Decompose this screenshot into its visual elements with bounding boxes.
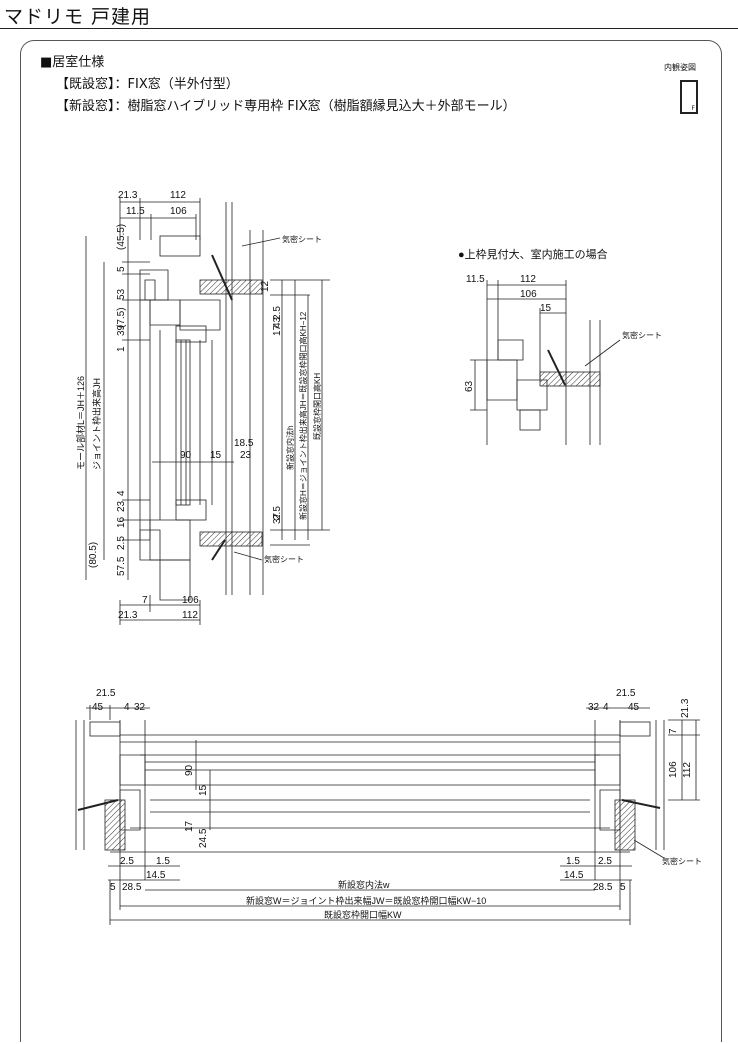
spec-new-label: 【新設窓】 [56,99,115,114]
vs-dim-2-5c: 2.5 [272,506,283,520]
hs-seal: 気密シート [662,856,702,866]
ds-dim-11-5: 11.5 [466,274,485,285]
hs-rb-2-5: 2.5 [598,856,612,867]
vs-dim-11-5: 11.5 [126,206,145,217]
ds-dim-15: 15 [540,303,552,314]
vs-dim-80-5: (80.5) [88,542,99,568]
vs-dim-15: 15 [210,450,222,461]
spec-new: 【新設窓】：樹脂窓ハイブリッド専用枠 FIX窓（樹脂額縁見込大＋外部モール） [40,96,516,118]
vs-dim-112b: 112 [182,610,198,621]
vs-dim-39: 39 [116,324,127,336]
spec-block: ■居室仕様 【既設窓】：FIX窓（半外付型） 【新設窓】：樹脂窓ハイブリッド専用… [40,52,516,118]
vs-dim-7: 7 [142,595,148,606]
hs-r-21-5: 21.5 [616,688,636,699]
hs-new-w: 新設窓W＝ジョイント枠出来幅JW＝既設窓枠開口幅KW−10 [246,895,486,906]
spec-new-value: ：樹脂窓ハイブリッド専用枠 FIX窓（樹脂額縁見込大＋外部モール） [114,99,516,114]
vs-dim-112: 112 [170,190,186,201]
vs-dim-43: 43 [272,316,283,328]
vs-dim-106: 106 [170,206,187,217]
vs-dim-37: 37 [272,512,283,524]
hs-side-106: 106 [668,761,679,778]
vs-seal-top: 気密シート [282,234,322,244]
vs-joint-label: ジョイント枠出来高JH [91,378,102,470]
hs-r-4: 4 [603,702,609,713]
ds-dim-63: 63 [464,380,475,392]
vs-dim-2-5: 2.5 [116,536,127,550]
hs-rb-28-5: 28.5 [593,882,613,893]
spec-existing-label: 【既設窓】 [56,77,115,92]
vs-dim-4: 4 [116,490,127,496]
hs-side-112: 112 [682,762,693,778]
title-rule [0,28,738,29]
vs-kh-label: 既設窓枠開口高KH [312,373,322,440]
hs-l-32: 32 [134,702,146,713]
page-title: マドリモ 戸建用 [4,6,152,28]
vs-dim-21-3b: 21.3 [118,610,138,621]
view-icon-letter: F [691,105,695,112]
hs-kw: 既設窓枠開口幅KW [324,909,402,920]
vs-dim-106b: 106 [182,595,199,606]
vs-dim-5: 5 [116,266,127,272]
horizontal-section [75,705,700,925]
detail-caption: ●上枠見付大、室内施工の場合 [458,247,608,261]
vs-newh-label: 新設窓H＝ジョイント枠出来高JH＝既設窓枠開口高KH−12 [298,311,308,520]
spec-existing-value: ：FIX窓（半外付型） [114,77,239,92]
view-icon-label: 内観姿図 [664,63,696,72]
horizontal-section-labels: 21.5 45 4 32 21.5 32 4 45 21.3 7 106 112… [92,688,702,920]
hs-l-21-5: 21.5 [96,688,116,699]
hs-side-7: 7 [668,728,679,734]
hs-rb-5: 5 [620,882,626,893]
hs-c-90: 90 [184,764,195,776]
hs-lb-2-5: 2.5 [120,856,134,867]
hs-c-17: 17 [184,820,195,832]
hs-inner-w: 新設窓内法w [338,879,390,890]
hs-l-4: 4 [124,702,130,713]
hs-rb-14-5: 14.5 [564,870,584,881]
hs-c-24-5: 24.5 [198,828,209,848]
vertical-section-labels: 21.3 112 11.5 106 気密シート 気密シート (45.5) 5 5… [75,190,322,621]
hs-c-15: 15 [198,784,209,796]
window-view-icon: F [680,80,698,114]
hs-lb-14-5: 14.5 [146,870,166,881]
hs-r-32: 32 [588,702,600,713]
hs-l-45: 45 [92,702,104,713]
spec-existing: 【既設窓】：FIX窓（半外付型） [40,74,516,96]
vertical-section [85,198,330,625]
hs-lb-1-5: 1.5 [156,856,170,867]
vs-dim-53: 53 [116,288,127,300]
detail-section [470,280,621,445]
detail-section-labels: ●上枠見付大、室内施工の場合 11.5 112 106 15 63 気密シート [458,247,662,392]
vs-dim-23: 23 [116,500,127,512]
drawing-frame [20,40,722,1042]
vs-dim-12: 12 [260,280,271,292]
vs-dim-23b: 23 [240,450,252,461]
hs-r-45: 45 [628,702,640,713]
ds-dim-112: 112 [520,274,536,285]
vs-dim-7-5: (7.5) [116,307,127,328]
vs-dim-90: 90 [180,450,192,461]
vs-dim-45-5: (45.5) [116,224,127,250]
vs-dim-1: 1 [116,346,127,352]
hs-lb-5: 5 [110,882,116,893]
hs-side-21-3: 21.3 [680,698,691,718]
vs-dim-17: 17 [272,324,283,336]
vs-dim-2-5b: 2.5 [272,306,283,320]
vs-dim-57-5: 57.5 [116,556,127,576]
ds-seal: 気密シート [622,330,662,340]
hs-rb-1-5: 1.5 [566,856,580,867]
hs-lb-28-5: 28.5 [122,882,142,893]
vs-mold-label: モール部材L＝JH＋126 [75,376,86,470]
spec-heading: ■居室仕様 [40,55,105,70]
vs-dim-21-3: 21.3 [118,190,138,201]
vs-dim-18-5: 18.5 [234,438,254,449]
vs-inner-label: 新設窓内法h [285,426,295,470]
ds-dim-106: 106 [520,289,537,300]
vs-seal-bottom: 気密シート [264,554,304,564]
vs-dim-16: 16 [116,516,127,528]
